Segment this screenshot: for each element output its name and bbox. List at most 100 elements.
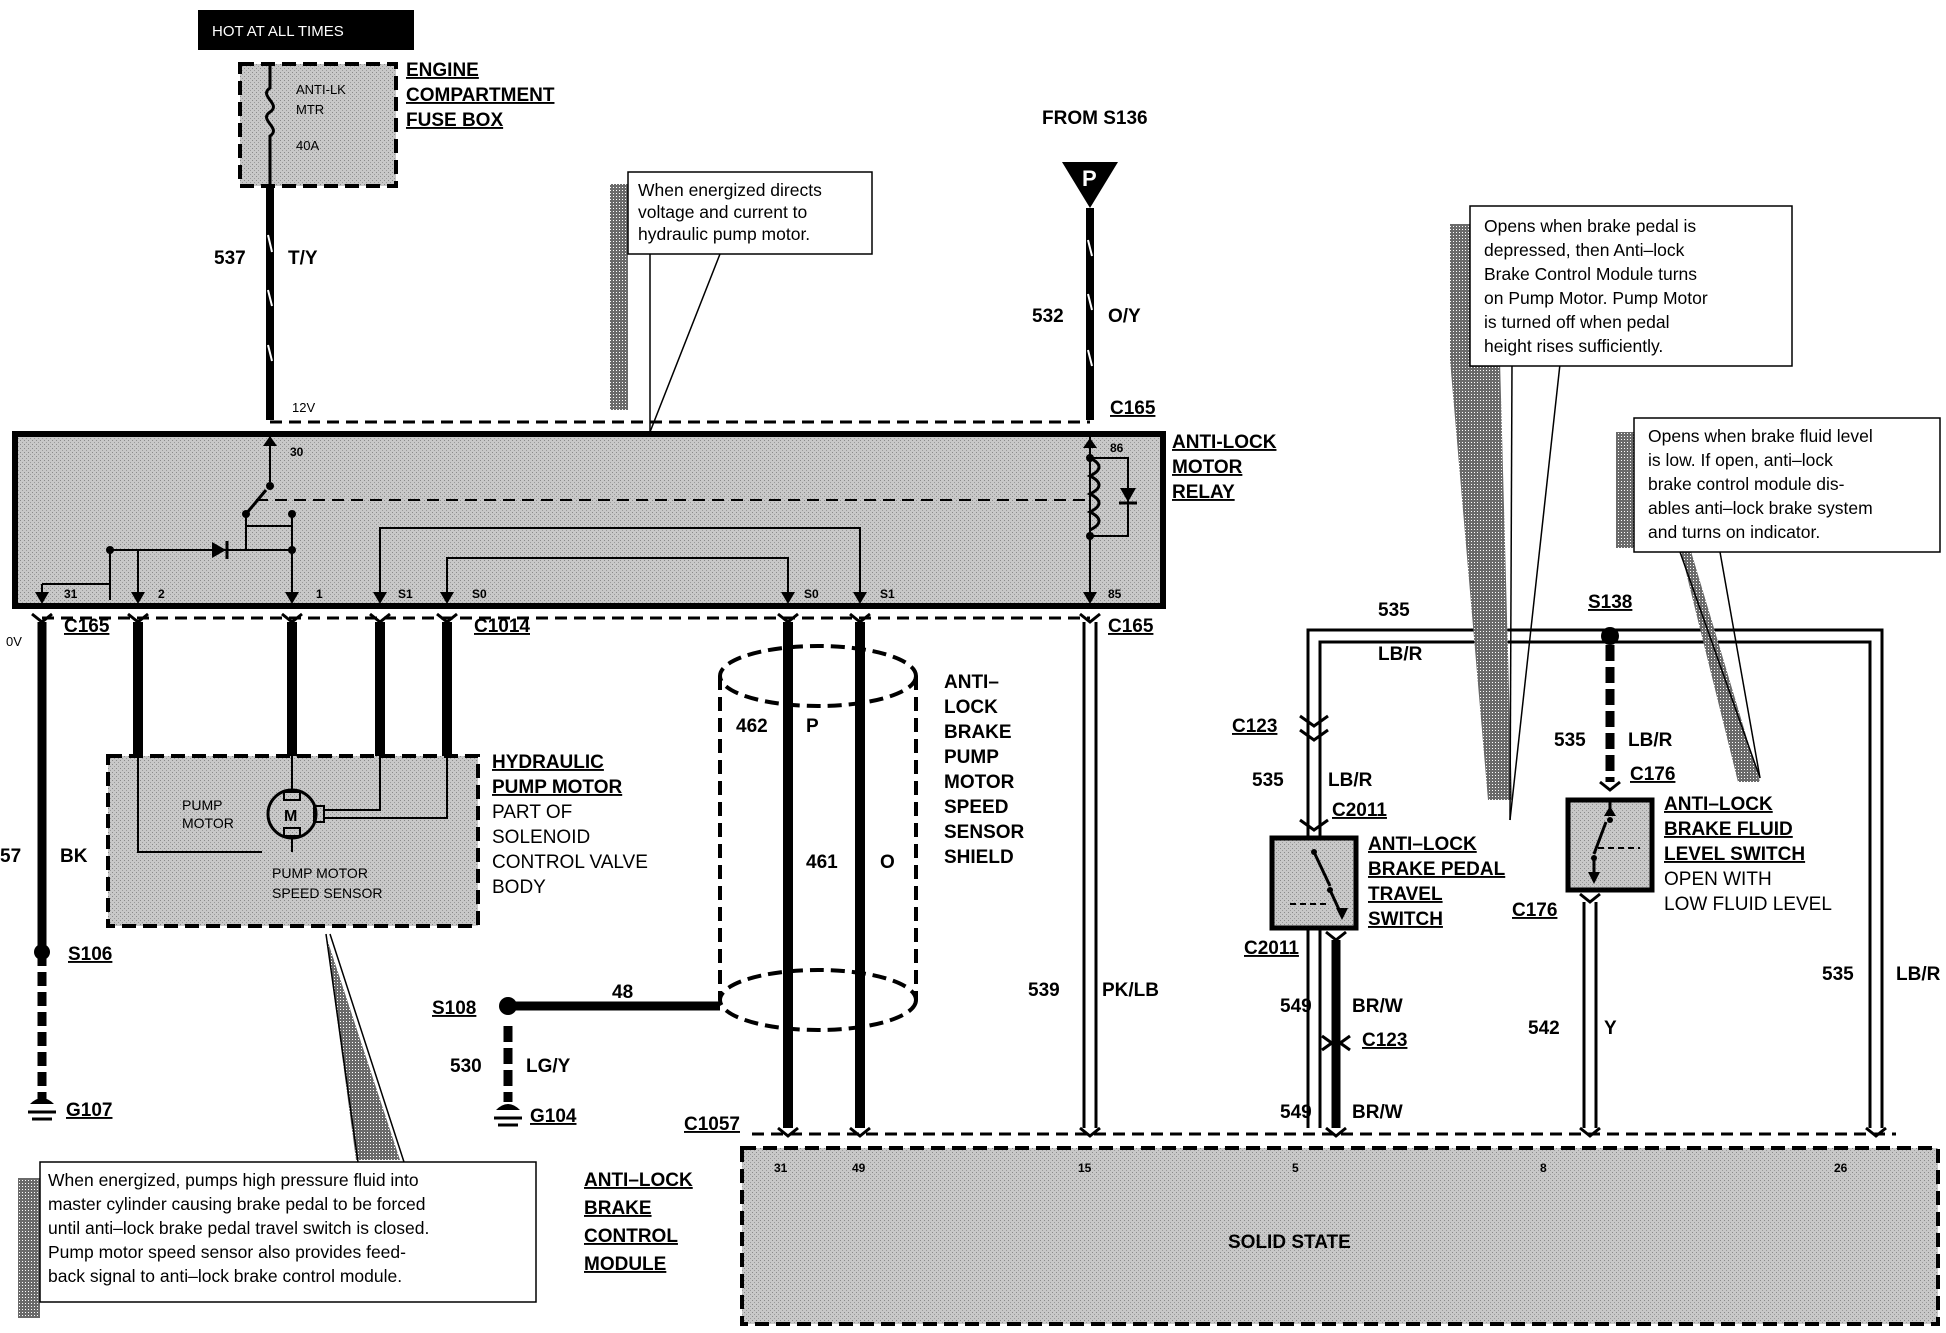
pump-motor-desc-2: SOLENOID [492,827,590,848]
speed-sensor-shield [718,644,918,1032]
module-pin-15: 15 [1078,1161,1092,1175]
pedal-switch-title-1: ANTI–LOCK [1368,834,1477,855]
s138-label: S138 [1588,592,1632,613]
splice-s108 [499,997,517,1015]
relay-pin-31: 31 [64,587,78,601]
fluid-note-callout [1616,417,1941,782]
wire-48-num: 48 [612,982,633,1003]
fuse-symbol [265,64,275,186]
brake-pedal-travel-switch [1269,835,1359,931]
pedal-note-line-5: is turned off when pedal [1484,312,1670,332]
fluid-note-line-5: and turns on indicator. [1648,522,1820,542]
pedal-note-line-3: Brake Control Module turns [1484,264,1697,284]
s108-label: S108 [432,998,476,1019]
module-chevrons [777,1126,1887,1138]
c123-top-connector [1299,714,1329,742]
pump-note-line-1: When energized, pumps high pressure flui… [48,1170,419,1190]
module-center-text: SOLID STATE [1228,1232,1351,1253]
wire-542-num: 542 [1528,1018,1560,1039]
pump-motor-title-1: HYDRAULIC [492,752,604,773]
wire-549-b-num: 549 [1280,1102,1312,1123]
pump-note-line-2: master cylinder causing brake pedal to b… [48,1194,425,1214]
brake-fluid-level-switch [1565,797,1655,893]
anti-lock-motor-relay [12,431,1166,609]
hydraulic-pump-motor: M [106,754,480,928]
zero-volt-label: 0V [6,634,22,649]
wire-549-a-color: BR/W [1352,996,1403,1017]
c123-bottom-connector [1321,1034,1351,1052]
shield-label-7: SENSOR [944,822,1025,843]
pump-motor-desc-4: BODY [492,877,546,898]
fluid-note-line-4: ables anti–lock brake system [1648,498,1873,518]
pedal-note-callout [1450,205,1793,821]
wire-461-num: 461 [806,852,838,873]
module-title-3: CONTROL [584,1226,678,1247]
from-s136-label: FROM S136 [1042,108,1148,129]
wire-535-right-num: 535 [1822,964,1854,985]
fuse-box: ANTI-LK MTR 40A [238,62,398,188]
c123-top-label: C123 [1232,716,1277,737]
relay-12v: 12V [292,400,315,415]
speed-sensor-label-2: SPEED SENSOR [272,885,382,901]
pump-inner-label-1: PUMP [182,797,222,813]
wire-57-color: BK [60,846,88,867]
relay-pin-s0-left: S0 [472,587,487,601]
pump-note-line-3: until anti–lock brake pedal travel switc… [48,1218,429,1238]
fluid-note-line-3: brake control module dis- [1648,474,1845,494]
g104-label: G104 [530,1106,577,1127]
fuse-box-title-2: COMPARTMENT [406,85,555,106]
motor-symbol: M [284,808,297,825]
module-pin-49: 49 [852,1161,866,1175]
c176-bottom-label: C176 [1512,900,1557,921]
anti-lock-brake-control-module [740,1146,1940,1326]
shield-label-1: ANTI– [944,672,999,693]
relay-pin-2: 2 [158,587,165,601]
ground-g107-icon [28,1098,56,1121]
wire-532-num: 532 [1032,306,1064,327]
wire-462-num: 462 [736,716,768,737]
shield-label-2: LOCK [944,697,998,718]
relay-title-3: RELAY [1172,482,1235,503]
wire-535-top-num: 535 [1378,600,1410,621]
c2011-bottom-label: C2011 [1244,938,1299,959]
speed-sensor-label-1: PUMP MOTOR [272,865,368,881]
wire-57-num: 57 [0,846,21,867]
wire-539-color: PK/LB [1102,980,1159,1001]
hot-at-all-times-label: HOT AT ALL TIMES [212,23,344,40]
fuse-name: ANTI-LK [296,82,346,97]
wire-537-color: T/Y [288,248,318,269]
s106-label: S106 [68,944,112,965]
fluid-switch-title-1: ANTI–LOCK [1664,794,1773,815]
wire-530-num: 530 [450,1056,482,1077]
hot-at-all-times-bar [198,10,414,50]
pump-motor-desc-1: PART OF [492,802,572,823]
relay-title-2: MOTOR [1172,457,1243,478]
pump-motor-title-2: PUMP MOTOR [492,777,622,798]
fluid-note-line-2: is low. If open, anti–lock [1648,450,1833,470]
fuse-box-title-3: FUSE BOX [406,110,503,131]
fuse-rating: 40A [296,138,319,153]
relay-pin-s1-left: S1 [398,587,413,601]
from-s136-arrow [1062,162,1118,208]
wire-535-s138-color: LB/R [1628,730,1673,751]
pump-note-callout [18,933,537,1318]
wire-549-a-num: 549 [1280,996,1312,1017]
wire-535-c123-num: 535 [1252,770,1284,791]
c1014-label: C1014 [474,616,530,637]
wire-549-b-color: BR/W [1352,1102,1403,1123]
module-title-1: ANTI–LOCK [584,1170,693,1191]
pedal-switch-title-2: BRAKE PEDAL [1368,859,1506,880]
c2011-bottom-chevron [1325,930,1347,942]
module-pin-5: 5 [1292,1161,1299,1175]
module-pin-26: 26 [1834,1161,1848,1175]
pedal-switch-title-4: SWITCH [1368,909,1443,930]
fluid-switch-desc-2: LOW FLUID LEVEL [1664,894,1832,915]
shield-label-8: SHIELD [944,847,1014,868]
fluid-note-line-1: Opens when brake fluid level [1648,426,1873,446]
ground-g104-icon [494,1104,522,1127]
fluid-switch-title-3: LEVEL SWITCH [1664,844,1805,865]
relay-pin-85: 85 [1108,587,1122,601]
module-title-4: MODULE [584,1254,666,1275]
relay-note-callout [610,171,873,433]
